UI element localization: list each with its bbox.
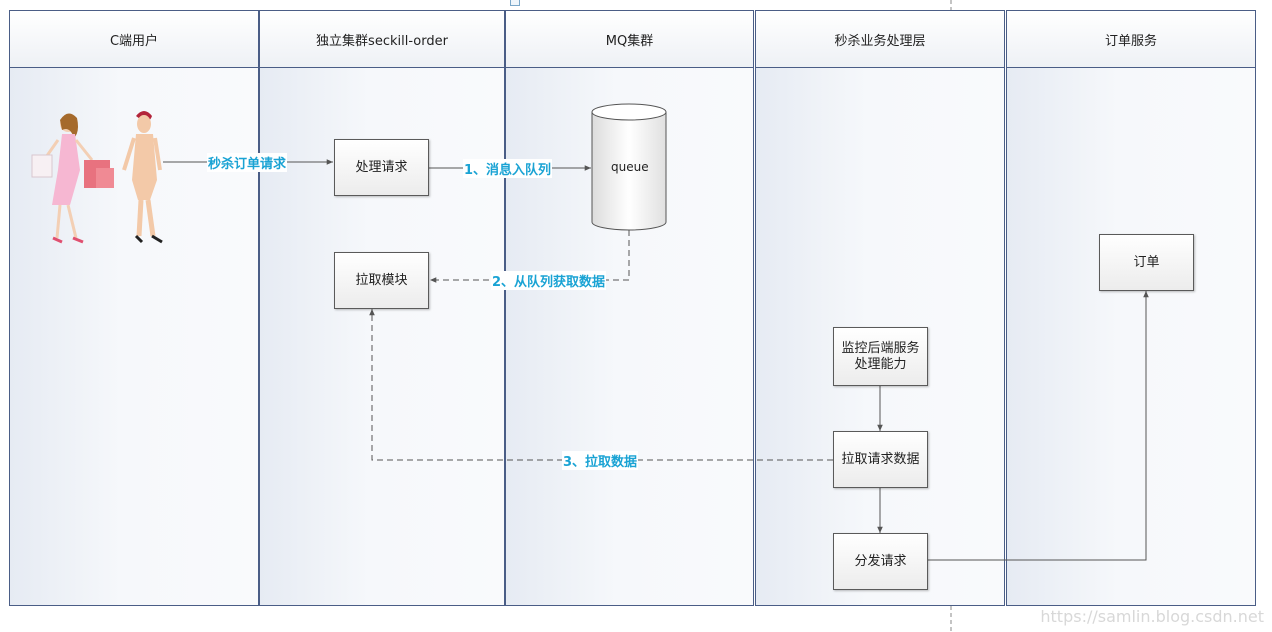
lane-header-order: 订单服务: [1007, 11, 1255, 68]
lane-c-user: C端用户: [9, 10, 259, 606]
lane-header-c-user: C端用户: [10, 11, 258, 68]
pull-module-node[interactable]: 拉取模块: [334, 252, 429, 309]
lane-header-cluster: 独立集群seckill-order: [260, 11, 504, 68]
queue-label: queue: [611, 160, 649, 174]
lane-order: 订单服务: [1006, 10, 1256, 606]
shopper-woman-icon: [31, 113, 114, 244]
edge-label-fetch-from-queue: 2、从队列获取数据: [491, 271, 607, 290]
queue-cylinder: [591, 103, 667, 231]
monitor-node[interactable]: 监控后端服务 处理能力: [833, 327, 928, 386]
dispatch-request-node[interactable]: 分发请求: [833, 533, 928, 590]
edge-label-seckill-order-request: 秒杀订单请求: [207, 153, 288, 172]
pull-request-data-node[interactable]: 拉取请求数据: [833, 431, 928, 488]
lane-header-mq: MQ集群: [506, 11, 753, 68]
mannequin-woman-icon: [122, 111, 163, 244]
order-node[interactable]: 订单: [1099, 234, 1194, 291]
edge-label-pull-data: 3、拉取数据: [562, 451, 639, 470]
page-anchor-icon: [510, 0, 520, 6]
process-request-node[interactable]: 处理请求: [334, 139, 429, 196]
lane-header-biz: 秒杀业务处理层: [756, 11, 1004, 68]
edge-label-enqueue: 1、消息入队列: [463, 159, 553, 178]
watermark: https://samlin.blog.csdn.net: [1040, 607, 1264, 626]
